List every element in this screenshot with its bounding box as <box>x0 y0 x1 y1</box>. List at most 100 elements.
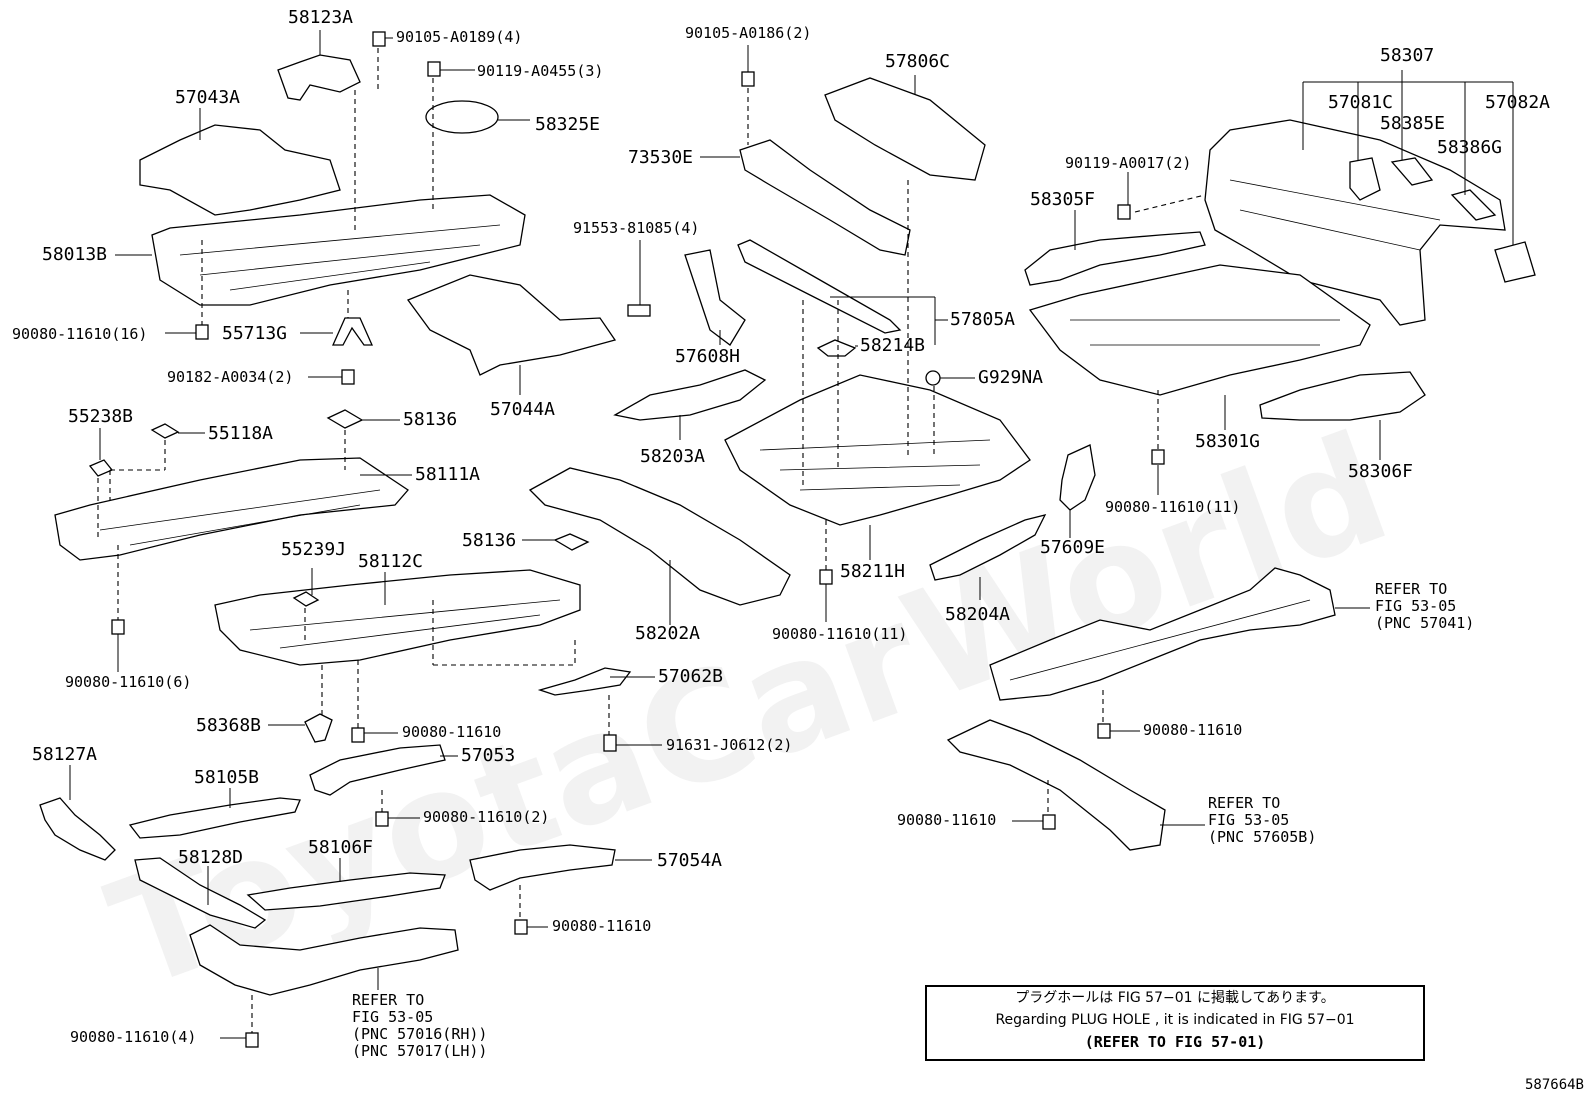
part-57806C-shape <box>824 77 986 181</box>
fastener-label-90182-A0034[interactable]: 90182-A0034(2) <box>167 368 294 386</box>
part-58127A-shape <box>39 797 116 861</box>
part-label-58301G[interactable]: 58301G <box>1195 431 1261 452</box>
part-label-58386G[interactable]: 58386G <box>1437 137 1503 158</box>
part-label-58128D[interactable]: 58128D <box>178 847 244 868</box>
part-55118A-shape <box>150 423 180 439</box>
fastener-label-90080-11610-11a[interactable]: 90080-11610(11) <box>1105 498 1241 516</box>
part-57609E-shape <box>1059 444 1096 511</box>
part-label-58136-lower[interactable]: 58136 <box>462 530 517 551</box>
part-label-58211H[interactable]: 58211H <box>840 561 906 582</box>
ref-line: REFER TO <box>1208 794 1281 812</box>
part-57605B-shape <box>946 719 1166 851</box>
part-58368B-shape <box>304 713 333 743</box>
note-reference[interactable]: (REFER TO FIG 57-01) <box>1084 1033 1266 1051</box>
part-label-57609E[interactable]: 57609E <box>1040 537 1106 558</box>
part-label-58204A[interactable]: 58204A <box>945 604 1011 625</box>
part-label-58136-upper[interactable]: 58136 <box>403 409 458 430</box>
part-label-58127A[interactable]: 58127A <box>32 744 98 765</box>
part-label-58306F[interactable]: 58306F <box>1348 461 1414 482</box>
fastener-label-90080-11610-6[interactable]: 90080-11610(6) <box>65 673 192 691</box>
part-label-58385E[interactable]: 58385E <box>1380 113 1446 134</box>
part-57054A-shape <box>469 844 616 891</box>
fastener-label-90080-11610-b[interactable]: 90080-11610 <box>552 917 652 935</box>
part-label-55713G[interactable]: 55713G <box>222 323 288 344</box>
part-label-58325E[interactable]: 58325E <box>535 114 601 135</box>
part-label-58106F[interactable]: 58106F <box>308 837 374 858</box>
fastener-label-90080-11610-c[interactable]: 90080-11610 <box>1143 721 1243 739</box>
part-57053-shape <box>309 744 446 796</box>
ref-line: REFER TO <box>352 991 425 1009</box>
part-58305F-shape <box>1024 231 1206 286</box>
fastener-label-90105-A0186[interactable]: 90105-A0186(2) <box>685 24 812 42</box>
fastener-label-91553-81085[interactable]: 91553-81085(4) <box>573 219 700 237</box>
part-label-57043A[interactable]: 57043A <box>175 87 241 108</box>
part-label-57081C[interactable]: 57081C <box>1328 92 1394 113</box>
part-label-55238B[interactable]: 55238B <box>68 406 134 427</box>
fastener-label-90080-11610-a[interactable]: 90080-11610 <box>402 723 502 741</box>
part-label-55118A[interactable]: 55118A <box>208 423 274 444</box>
part-label-G929NA[interactable]: G929NA <box>978 367 1044 388</box>
fastener-label-90080-11610-11b[interactable]: 90080-11610(11) <box>772 625 908 643</box>
fastener-label-90080-11610-2[interactable]: 90080-11610(2) <box>423 808 550 826</box>
plug-hole-note: プラグホールは FIG 57−01 に掲載してあります。 Regarding P… <box>925 985 1425 1061</box>
part-58123A-shape <box>277 54 361 101</box>
part-label-57082A[interactable]: 57082A <box>1485 92 1551 113</box>
part-58136b-shape <box>553 533 590 551</box>
part-label-57806C[interactable]: 57806C <box>885 51 951 72</box>
reference-57041[interactable]: REFER TO FIG 53-05 (PNC 57041) <box>1375 581 1474 632</box>
part-label-58013B[interactable]: 58013B <box>42 244 108 265</box>
ref-line: FIG 53-05 <box>352 1008 434 1026</box>
part-57608H-shape <box>684 249 746 346</box>
part-55239J-shape <box>292 591 320 607</box>
part-57805A-shape <box>737 239 902 334</box>
part-57016-shape <box>189 924 459 996</box>
part-58105B-shape <box>128 797 301 839</box>
fastener-label-90080-11610-4[interactable]: 90080-11610(4) <box>70 1028 197 1046</box>
part-label-73530E[interactable]: 73530E <box>628 147 694 168</box>
part-label-58214B[interactable]: 58214B <box>860 335 926 356</box>
part-label-57053[interactable]: 57053 <box>461 745 516 766</box>
fastener-label-90119-A0455[interactable]: 90119-A0455(3) <box>477 62 604 80</box>
part-label-58203A[interactable]: 58203A <box>640 446 706 467</box>
part-label-58368B[interactable]: 58368B <box>196 715 262 736</box>
part-58136a-shape <box>326 409 364 429</box>
part-58111A-shape <box>54 457 409 561</box>
fastener-label-90119-A0017[interactable]: 90119-A0017(2) <box>1065 154 1192 172</box>
part-label-57054A[interactable]: 57054A <box>657 850 723 871</box>
note-english: Regarding PLUG HOLE , it is indicated in… <box>995 1012 1355 1028</box>
ref-line: FIG 53-05 <box>1375 597 1457 615</box>
fastener-label-90080-11610-d[interactable]: 90080-11610 <box>897 811 997 829</box>
part-73530E-shape <box>739 139 911 256</box>
part-58301G-shape <box>1028 264 1371 396</box>
reference-57016-57017[interactable]: REFER TO FIG 53-05 (PNC 57016(RH)) (PNC … <box>352 992 487 1060</box>
ref-line: (PNC 57041) <box>1375 614 1475 632</box>
part-58013B-shape <box>151 194 526 306</box>
reference-57605B[interactable]: REFER TO FIG 53-05 (PNC 57605B) <box>1208 795 1316 846</box>
part-58112C-shape <box>214 569 581 666</box>
fastener-label-90080-11610-16[interactable]: 90080-11610(16) <box>12 325 148 343</box>
part-label-57608H[interactable]: 57608H <box>675 346 741 367</box>
part-label-58111A[interactable]: 58111A <box>415 464 481 485</box>
part-label-57062B[interactable]: 57062B <box>658 666 724 687</box>
part-label-58202A[interactable]: 58202A <box>635 623 701 644</box>
leader-lines <box>69 30 1514 1039</box>
part-55713G-shape <box>331 317 374 346</box>
part-label-57805A[interactable]: 57805A <box>950 309 1016 330</box>
part-label-58305F[interactable]: 58305F <box>1030 189 1096 210</box>
part-label-58123A[interactable]: 58123A <box>288 7 354 28</box>
part-58325E-shape <box>425 100 499 134</box>
part-58214B-shape <box>816 339 857 357</box>
part-label-58307[interactable]: 58307 <box>1380 45 1435 66</box>
part-label-57044A[interactable]: 57044A <box>490 399 556 420</box>
fastener-label-91631-J0612[interactable]: 91631-J0612(2) <box>666 736 793 754</box>
part-label-55239J[interactable]: 55239J <box>281 539 347 560</box>
part-label-58112C[interactable]: 58112C <box>358 551 424 572</box>
part-label-58105B[interactable]: 58105B <box>194 767 260 788</box>
part-58128D-shape <box>134 857 267 929</box>
ref-line: REFER TO <box>1375 580 1448 598</box>
fastener-label-90105-A0189[interactable]: 90105-A0189(4) <box>396 28 523 46</box>
part-58202A-shape <box>528 467 791 606</box>
part-57081C-shape <box>1349 157 1381 201</box>
